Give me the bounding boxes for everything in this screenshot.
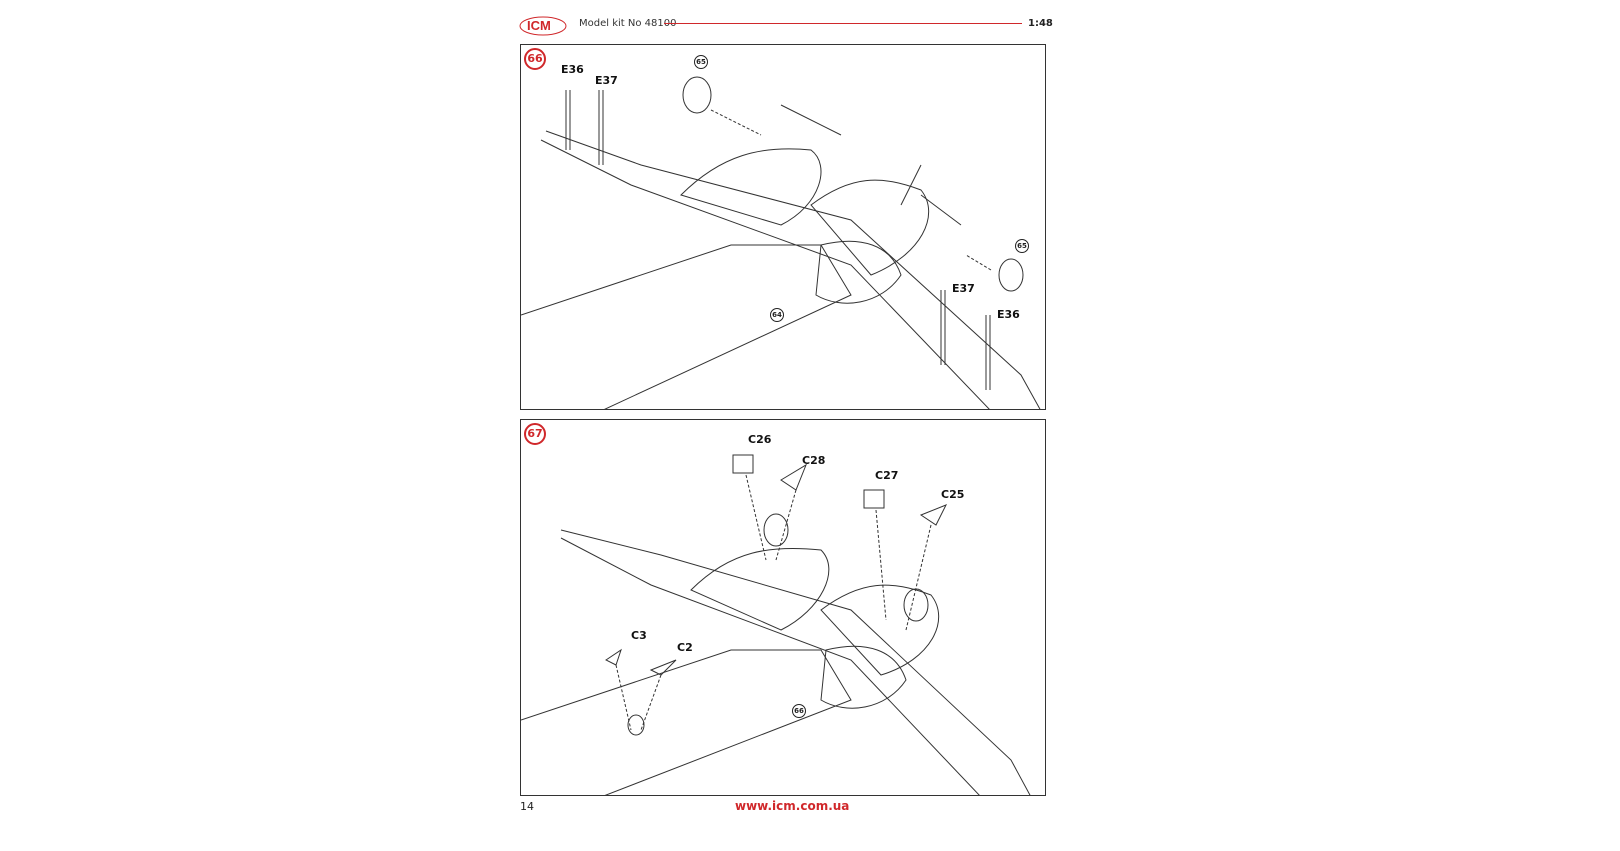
part-label: E37 — [952, 282, 975, 295]
aircraft-drawing — [521, 76, 1041, 409]
part-label: E37 — [595, 74, 618, 87]
icm-logo: ICM — [519, 16, 567, 36]
part-label: C28 — [802, 454, 826, 467]
part-label: C27 — [875, 469, 899, 482]
reference-circle: 65 — [1015, 239, 1029, 253]
reference-circle: 64 — [770, 308, 784, 322]
step-number: 66 — [524, 48, 546, 70]
step-66-panel: 66 E36 E37 E37 E36 65 65 64 — [520, 44, 1046, 410]
part-label: C3 — [631, 629, 647, 642]
reference-circle: 66 — [792, 704, 806, 718]
scale: 1:48 — [1028, 18, 1053, 29]
kit-number: Model kit No 48100 — [579, 18, 677, 29]
part-label: C25 — [941, 488, 965, 501]
part-label: E36 — [561, 63, 584, 76]
reference-circle: 65 — [694, 55, 708, 69]
header-rule — [664, 23, 1022, 24]
page-number: 14 — [520, 800, 534, 813]
aircraft-drawing — [521, 454, 1031, 795]
part-label: C2 — [677, 641, 693, 654]
svg-text:ICM: ICM — [527, 18, 551, 33]
part-label: C26 — [748, 433, 772, 446]
step-67-panel: 67 C26 C28 C27 C25 C3 C2 66 — [520, 419, 1046, 796]
part-label: E36 — [997, 308, 1020, 321]
step-number: 67 — [524, 423, 546, 445]
website-link[interactable]: www.icm.com.ua — [735, 799, 850, 813]
